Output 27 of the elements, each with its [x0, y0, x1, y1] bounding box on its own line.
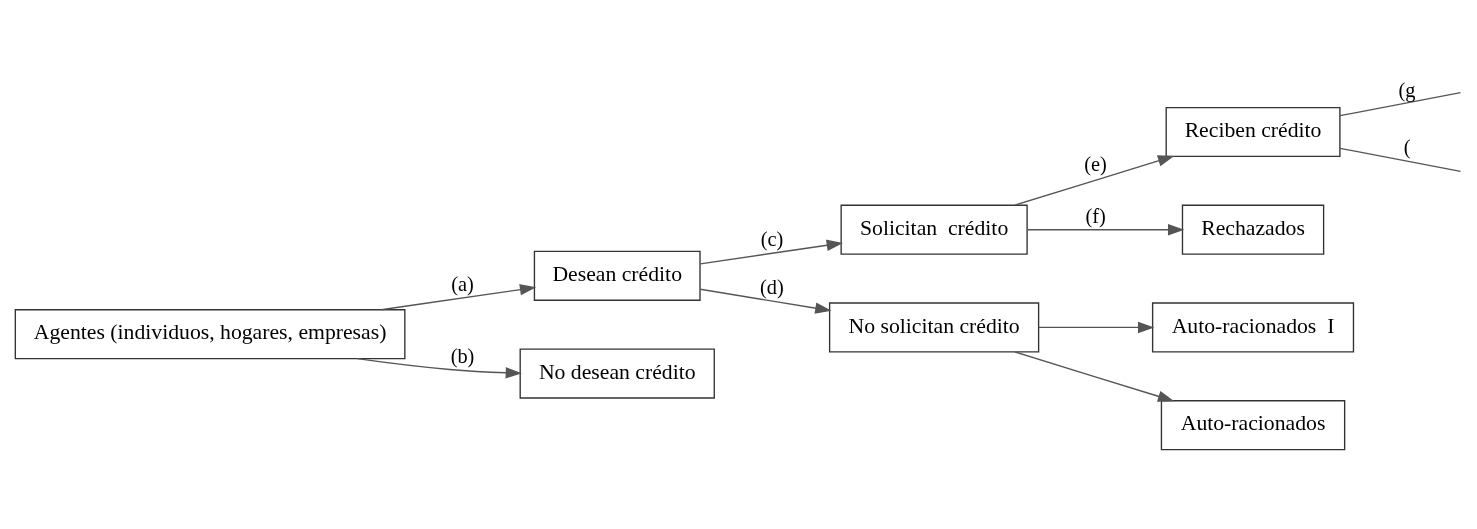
edge-label: (f) — [1085, 204, 1106, 227]
node-box: No solicitan crédito — [828, 301, 1040, 353]
arrow — [356, 357, 522, 378]
edge-label: (a) — [451, 272, 474, 295]
connector — [1339, 147, 1462, 172]
arrow — [1014, 154, 1175, 206]
node-box: Auto-racionados I — [1151, 301, 1355, 353]
edge-label: (c) — [760, 227, 784, 250]
edge-label: (g — [1398, 78, 1416, 101]
arrow — [699, 239, 843, 265]
node-box: Solicitan crédito — [840, 204, 1028, 255]
arrow — [1026, 223, 1185, 235]
arrow — [699, 288, 832, 314]
arrow — [380, 283, 537, 310]
arrow — [1038, 321, 1155, 333]
node-box: Auto-racionados — [1160, 399, 1346, 450]
arrow — [1014, 350, 1175, 402]
node-box: Agentes (individuos, hogares, empresas) — [14, 308, 406, 359]
edge-label: (d) — [760, 275, 784, 297]
node-box: No desean crédito — [519, 347, 715, 399]
edge-label: ( — [1403, 135, 1411, 158]
edge-label: (b) — [450, 344, 475, 367]
connector — [1339, 91, 1462, 116]
node-box: Desean crédito — [533, 250, 701, 301]
node-box: Reciben crédito — [1165, 106, 1341, 157]
edge-label: (e) — [1084, 152, 1107, 175]
node-box: Rechazados — [1181, 204, 1325, 255]
